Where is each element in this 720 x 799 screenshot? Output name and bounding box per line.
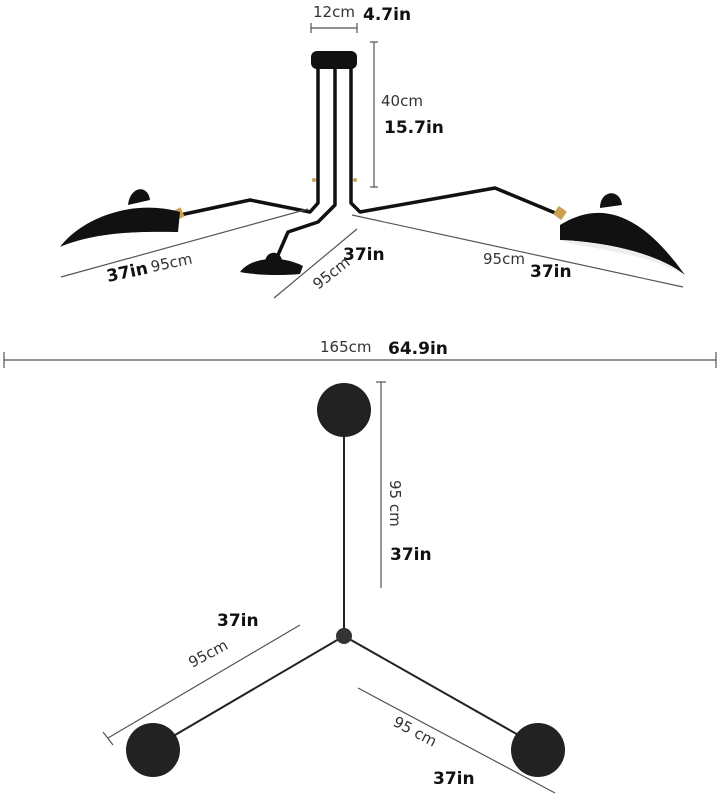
top-arm-in: 37in [390, 545, 432, 565]
total-width-dimension: 165cm 64.9in [3, 338, 717, 368]
top-arm-cm: 95 cm [386, 480, 404, 527]
top-arm-dimension: 95 cm 37in [376, 381, 432, 588]
lamp-body [60, 51, 685, 276]
canopy-width-dimension: 12cm 4.7in [310, 3, 411, 33]
top-view: 95 cm 37in 37in 95cm 95 cm 37in [102, 381, 565, 794]
total-width-cm: 165cm [320, 338, 372, 356]
left-shade [60, 207, 180, 247]
canopy [311, 51, 357, 69]
total-width-in: 64.9in [388, 339, 448, 359]
left-shade-top [126, 723, 180, 777]
right-arm-dimension: 95cm 37in [351, 214, 684, 288]
left-arm-top-in: 37in [217, 611, 259, 631]
right-arm-top-in: 37in [433, 769, 475, 789]
side-view: 12cm 4.7in 40cm 15.7in [3, 3, 717, 368]
left-arm-top-cm: 95cm [185, 636, 230, 672]
middle-arm-in: 37in [343, 245, 385, 265]
left-arm-cm: 95cm [149, 250, 194, 276]
canopy-width-in: 4.7in [363, 5, 411, 25]
height-dimension: 40cm 15.7in [370, 41, 444, 188]
canopy-width-cm: 12cm [313, 3, 355, 21]
top-shade [317, 383, 371, 437]
right-arm-cm: 95cm [483, 250, 525, 268]
right-shade [560, 212, 685, 275]
right-arm-in: 37in [530, 262, 572, 282]
height-in: 15.7in [384, 118, 444, 138]
middle-shade [240, 258, 303, 276]
right-shade-top [511, 723, 565, 777]
height-cm: 40cm [381, 92, 423, 110]
center-hub [336, 628, 352, 644]
